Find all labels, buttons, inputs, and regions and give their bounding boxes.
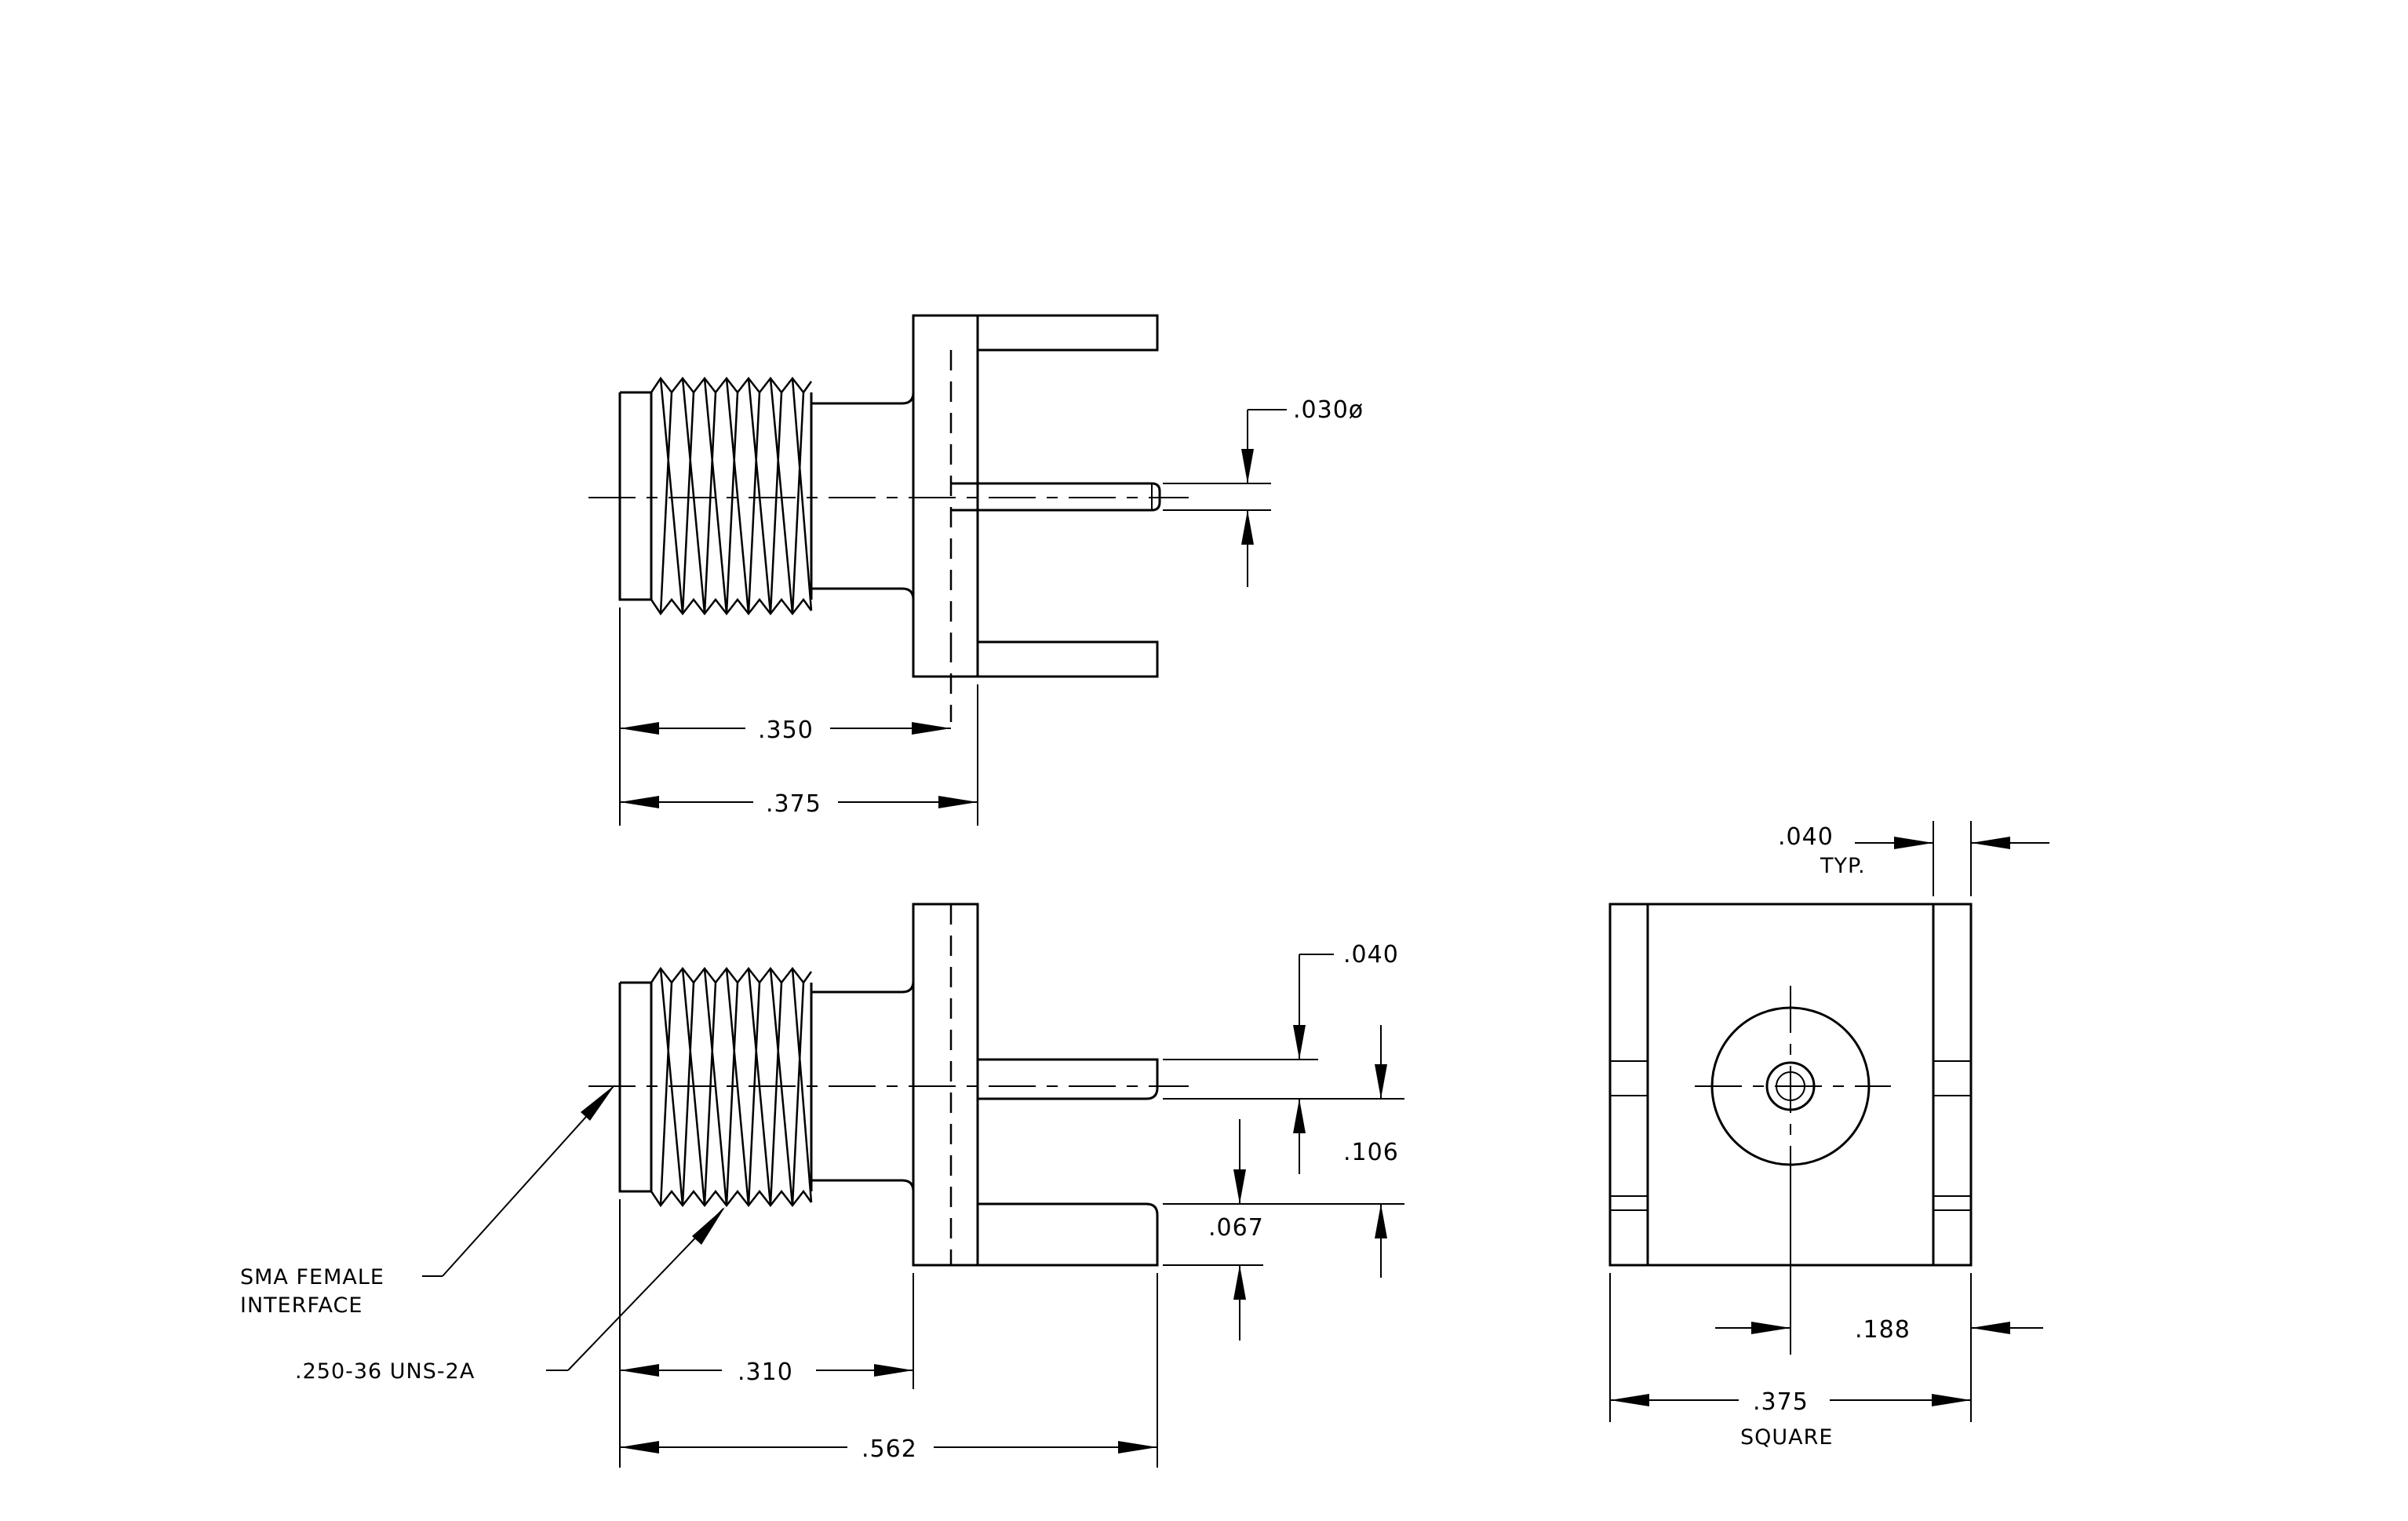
dim-label-375-top: .375 (766, 790, 821, 818)
top-view-outline (618, 314, 1161, 678)
dim-188: .188 (1715, 1187, 2043, 1422)
dim-pin-diameter: .030ø (1163, 396, 1364, 587)
dim-label-pin-diameter: .030ø (1293, 396, 1364, 424)
dim-375-square: .375 SQUARE (1609, 1273, 1971, 1450)
callout-thread-spec: .250-36 UNS-2A (295, 1359, 475, 1384)
dim-310: .310 (619, 1199, 914, 1468)
dim-label-106: .106 (1343, 1139, 1399, 1166)
dim-label-350: .350 (758, 717, 814, 744)
dim-106: .106 (1163, 1025, 1404, 1278)
dim-label-310: .310 (738, 1359, 793, 1386)
dim-label-375-square: .375 (1753, 1388, 1809, 1416)
dim-label-562: .562 (862, 1435, 917, 1463)
dim-375-top: .375 (620, 684, 978, 826)
top-thread (650, 376, 813, 616)
side-view (588, 903, 1189, 1267)
dim-label-040-typ: .040 (1778, 823, 1834, 851)
callout-thread: .250-36 UNS-2A (295, 1207, 725, 1384)
dim-label-square: SQUARE (1740, 1425, 1833, 1450)
dim-350: .350 (619, 607, 951, 826)
top-view (588, 314, 1189, 722)
dim-067: .067 (1163, 1119, 1264, 1340)
dim-562: .562 (620, 1273, 1158, 1468)
dim-040-typ: .040 TYP. (1778, 821, 2049, 896)
callout-interface: SMA FEMALE INTERFACE (240, 1085, 615, 1318)
dim-label-040-side: .040 (1343, 941, 1399, 968)
side-view-outline (618, 903, 1159, 1267)
dim-label-067: .067 (1208, 1214, 1264, 1242)
dim-040-side: .040 (1163, 941, 1404, 1174)
callout-interface-line1: SMA FEMALE (240, 1265, 384, 1289)
dim-label-188: .188 (1855, 1316, 1911, 1344)
callout-interface-line2: INTERFACE (240, 1293, 362, 1318)
dim-label-typ: TYP. (1820, 854, 1866, 878)
